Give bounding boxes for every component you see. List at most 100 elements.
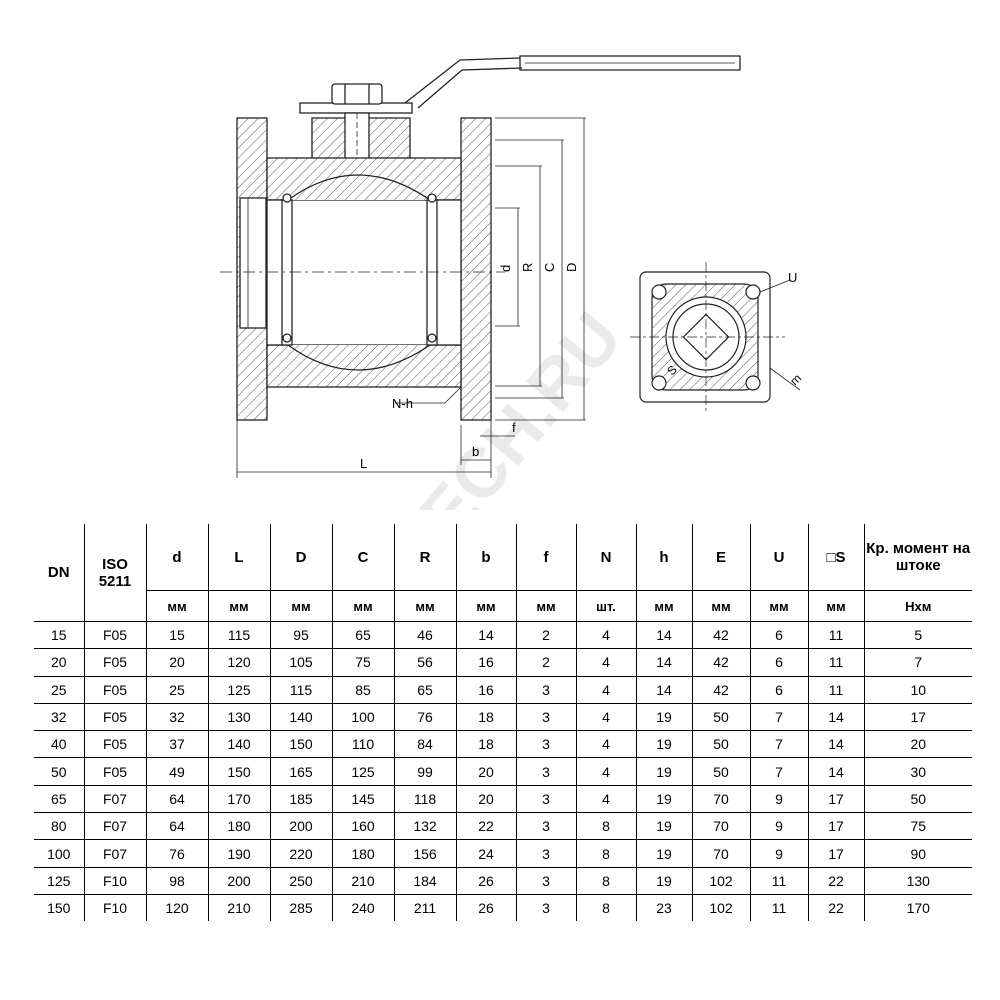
table-cell: 6 [749,620,808,649]
unit-cell: мм [269,590,332,622]
table-cell: 102 [691,893,750,922]
table-cell: 9 [749,812,808,840]
table-cell: 50 [34,757,84,786]
table-cell: 160 [331,812,394,840]
table-cell: 15 [34,620,84,649]
unit-cell: мм [749,590,808,622]
table-cell: 20 [455,784,516,813]
col-header-h: h [635,524,692,591]
table-cell: 4 [575,730,636,758]
table-cell: F07 [83,784,146,813]
table-cell: 100 [34,839,84,868]
table-cell: 99 [393,757,456,786]
col-header-s: □S [807,524,864,591]
table-cell: 200 [269,812,332,840]
table-cell: 150 [34,893,84,922]
table-cell: 14 [635,620,692,649]
table-cell: 18 [455,730,516,758]
table-cell: 110 [331,730,394,758]
table-cell: 50 [691,757,750,786]
table-cell: 70 [691,839,750,868]
table-cell: F05 [83,757,146,786]
table-cell: 211 [393,893,456,922]
col-header-b: b [455,524,516,591]
table-cell: 19 [635,866,692,895]
table-cell: 3 [515,675,576,704]
table-cell: 130 [863,866,972,895]
table-cell: 8 [575,893,636,922]
table-cell: 3 [515,893,576,922]
table-cell: 4 [575,648,636,677]
table-cell: 75 [863,812,972,840]
table-cell: F07 [83,839,146,868]
table-cell: 100 [331,702,394,731]
table-cell: 30 [863,757,972,786]
table-cell: 6 [749,675,808,704]
table-cell: 65 [393,675,456,704]
table-cell: 11 [749,866,808,895]
table-cell: 56 [393,648,456,677]
table-cell: 11 [807,675,864,704]
col-header-torque: Кр. момент на штоке [863,524,972,591]
table-cell: 3 [515,784,576,813]
mounting-pad-view [630,262,801,412]
table-cell: F10 [83,893,146,922]
table-cell: 76 [393,702,456,731]
table-cell: 14 [807,757,864,786]
table-cell: 4 [575,757,636,786]
table-cell: 105 [269,648,332,677]
unit-cell: шт. [575,590,636,622]
table-cell: 17 [863,702,972,731]
table-cell: 3 [515,702,576,731]
table-cell: 95 [269,620,332,649]
table-cell: F05 [83,620,146,649]
table-cell: 14 [807,702,864,731]
table-cell: F05 [83,648,146,677]
table-cell: 3 [515,839,576,868]
table-cell: 50 [691,730,750,758]
table-cell: 185 [269,784,332,813]
dim-label-l: L [360,456,367,471]
table-cell: 50 [863,784,972,813]
table-cell: 37 [145,730,208,758]
table-cell: 19 [635,812,692,840]
table-cell: 7 [749,757,808,786]
table-cell: F07 [83,812,146,840]
dimension-lines [236,117,586,478]
table-cell: 120 [145,893,208,922]
unit-cell: мм [393,590,456,622]
dim-label-f: f [512,420,516,435]
table-cell: 115 [207,620,270,649]
table-cell: 70 [691,812,750,840]
spec-table: DN ISO 5211 d L D C R b f N h E U □S Кр.… [34,524,972,922]
col-header-u: U [749,524,808,591]
table-cell: 3 [515,812,576,840]
table-cell: 25 [145,675,208,704]
unit-cell: мм [807,590,864,622]
table-cell: 3 [515,757,576,786]
table-cell: 64 [145,812,208,840]
table-cell: 98 [145,866,208,895]
table-cell: 14 [455,620,516,649]
valve-section-view [220,55,741,421]
col-header-n: N [575,524,636,591]
table-cell: 20 [863,730,972,758]
table-cell: 64 [145,784,208,813]
table-cell: 26 [455,866,516,895]
unit-cell: мм [515,590,576,622]
table-cell: 11 [807,648,864,677]
table-cell: 14 [635,648,692,677]
table-cell: 7 [863,648,972,677]
table-cell: 17 [807,839,864,868]
table-cell: 180 [331,839,394,868]
table-cell: 7 [749,702,808,731]
dim-label-d: d [498,265,513,272]
table-cell: 32 [34,702,84,731]
table-cell: 76 [145,839,208,868]
